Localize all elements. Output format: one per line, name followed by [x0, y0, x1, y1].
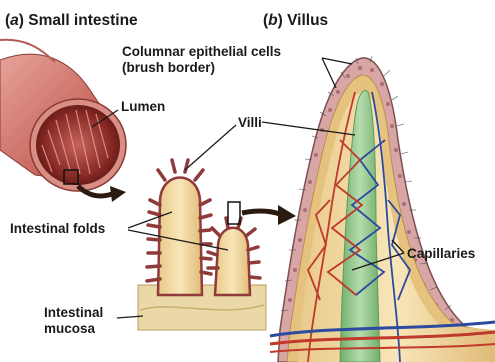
panel-a-letter: a — [10, 12, 19, 29]
label-capillaries: Capillaries — [407, 246, 475, 261]
leader-epithelium-1 — [322, 58, 352, 64]
label-villi: Villi — [238, 115, 262, 130]
fold-2 — [215, 228, 250, 295]
zoom-arrow-2-head — [278, 205, 296, 225]
label-intestinal-folds: Intestinal folds — [10, 221, 105, 236]
panel-a-title-text: Small intestine — [28, 12, 138, 29]
label-lumen: Lumen — [121, 99, 165, 114]
fold-1 — [158, 178, 202, 296]
label-columnar-cells-line1: Columnar epithelial cells — [122, 44, 281, 59]
svg-text:(b) Villus: (b) Villus — [263, 12, 328, 29]
zoom-box-villus — [228, 202, 240, 224]
zoom-arrow-2 — [242, 211, 280, 214]
panel-b-title-text: Villus — [287, 12, 328, 29]
small-intestine-illustration — [0, 40, 126, 191]
panel-b-title: (b) Villus — [263, 12, 328, 29]
svg-text:(a) Small intestine: (a) Small intestine — [5, 12, 138, 29]
panel-a-title: (a) Small intestine — [5, 12, 138, 29]
label-intestinal-mucosa-line1: Intestinal — [44, 305, 103, 320]
leader-villi — [185, 125, 236, 170]
label-intestinal-mucosa-line2: mucosa — [44, 321, 96, 336]
label-columnar-cells-line2: (brush border) — [122, 60, 215, 75]
zoom-arrow-1-head — [110, 186, 126, 202]
panel-b-letter: b — [268, 12, 278, 29]
leader-epithelium-2 — [322, 58, 336, 88]
villus-illustration — [270, 56, 495, 362]
